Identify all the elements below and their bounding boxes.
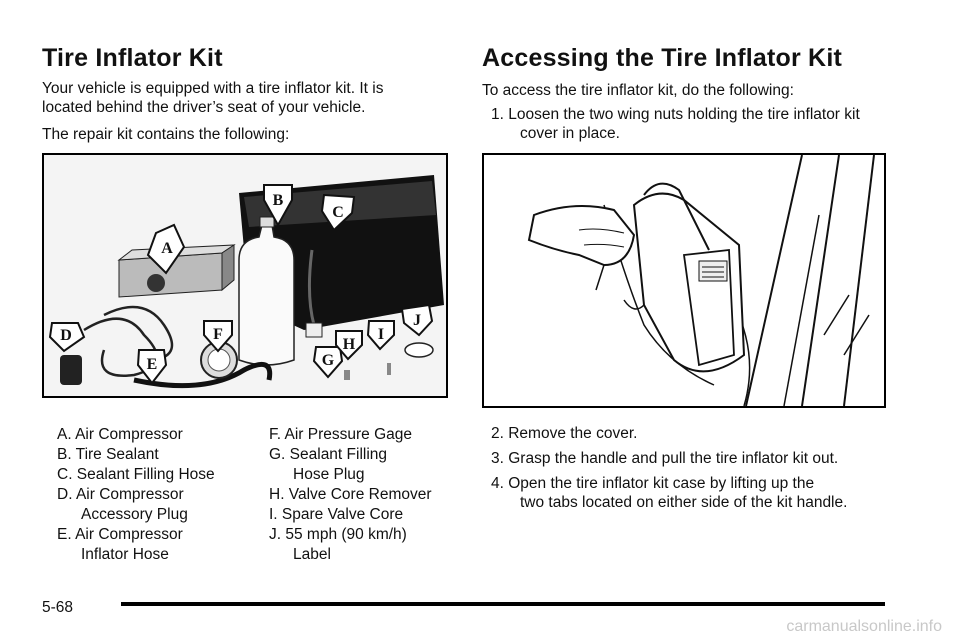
part-item-e-cont: Inflator Hose [81, 546, 169, 563]
intro-line-2: located behind the driver’s seat of your… [42, 99, 366, 116]
section-heading-accessing-kit: Accessing the Tire Inflator Kit [482, 44, 842, 72]
removal-photo-svg [484, 155, 884, 406]
part-item-f: F. Air Pressure Gage [269, 426, 413, 443]
step-1-line2: cover in place. [520, 125, 620, 142]
part-item-j-cont: Label [293, 546, 331, 563]
kit-removal-illustration [482, 153, 886, 408]
step-4-line2: two tabs located on either side of the k… [520, 494, 848, 511]
step-4-line1: 4. Open the tire inflator kit case by li… [491, 475, 815, 492]
figure-label-e: E [147, 356, 158, 373]
parts-list: A. Air Compressor B. Tire Sealant C. Sea… [57, 425, 452, 565]
part-item-i: I. Spare Valve Core [269, 506, 404, 523]
step-2: 2. Remove the cover. [491, 424, 891, 443]
access-intro: To access the tire inflator kit, do the … [482, 82, 794, 99]
part-item-d: D. Air Compressor [57, 486, 184, 503]
figure-label-j: J [413, 312, 421, 329]
figure-label-a: A [161, 240, 173, 257]
contains-text: The repair kit contains the following: [42, 126, 290, 143]
step-1-line1: 1. Loosen the two wing nuts holding the … [491, 106, 860, 123]
part-item-c: C. Sealant Filling Hose [57, 466, 215, 483]
step-4: 4. Open the tire inflator kit case by li… [491, 474, 891, 512]
part-item-b: B. Tire Sealant [57, 446, 159, 463]
step-1: 1. Loosen the two wing nuts holding the … [491, 105, 891, 143]
figure-label-f: F [213, 326, 223, 343]
part-item-j: J. 55 mph (90 km/h) [269, 526, 407, 543]
step-2-line1: 2. Remove the cover. [491, 425, 638, 442]
kit-photo-svg: A B C D E F G H I J [44, 155, 446, 396]
page-number: 5-68 [42, 599, 74, 616]
part-item-g-cont: Hose Plug [293, 466, 365, 483]
intro-line-1: Your vehicle is equipped with a tire inf… [42, 80, 384, 97]
step-3-line1: 3. Grasp the handle and pull the tire in… [491, 450, 839, 467]
step-3: 3. Grasp the handle and pull the tire in… [491, 449, 891, 468]
figure-label-c: C [332, 204, 344, 221]
figure-label-i: I [378, 326, 384, 343]
figure-label-b: B [273, 192, 284, 209]
part-item-h: H. Valve Core Remover [269, 486, 432, 503]
part-item-g: G. Sealant Filling [269, 446, 388, 463]
watermark-text: carmanualsonline.info [786, 618, 942, 635]
part-item-a: A. Air Compressor [57, 426, 183, 443]
footer-rule [121, 602, 885, 606]
figure-label-g: G [322, 352, 335, 369]
figure-label-h: H [343, 336, 356, 353]
section-heading-tire-inflator-kit: Tire Inflator Kit [42, 44, 223, 72]
tire-inflator-kit-illustration: A B C D E F G H I J [42, 153, 448, 398]
figure-label-d: D [60, 327, 72, 344]
part-item-e: E. Air Compressor [57, 526, 183, 543]
part-item-d-cont: Accessory Plug [81, 506, 188, 523]
